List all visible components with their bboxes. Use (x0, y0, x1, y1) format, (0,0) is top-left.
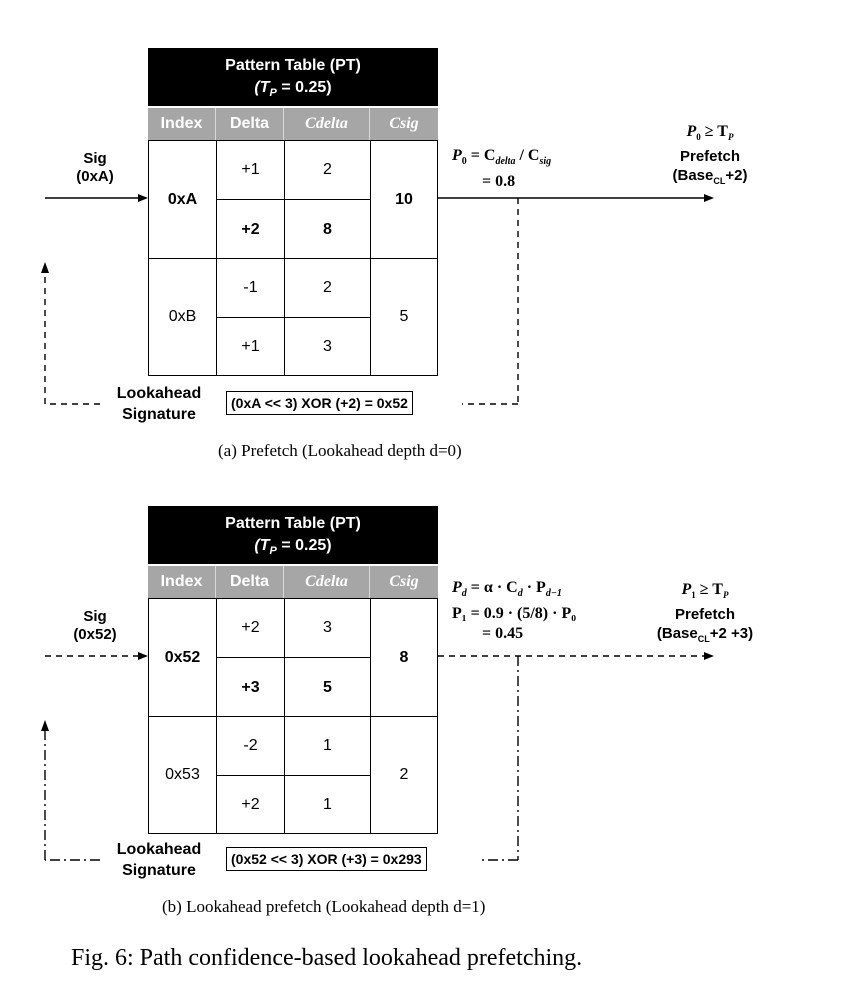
lookahead-line2: Signature (122, 862, 196, 879)
header-delta: Delta (216, 566, 284, 598)
index-cell: 0x52 (148, 598, 217, 718)
prefetch-text: Prefetch (679, 148, 741, 166)
csig-cell: 10 (370, 140, 438, 260)
pt-title-text: Pattern Table (PT) (225, 57, 361, 74)
panel-a: Pattern Table (PT) (TP = 0.25) Index Del… (0, 0, 847, 470)
figure-caption: Fig. 6: Path confidence-based lookahead … (71, 945, 583, 971)
confidence-equation: Pd = α · Cd · Pd−1 P₁ = 0.9 · (5/8) · P₀… (452, 579, 577, 643)
header-delta: Delta (216, 108, 284, 140)
delta-cell: +1 (216, 317, 285, 376)
csig-cell: 5 (370, 258, 438, 376)
lookahead-line1: Lookahead (116, 385, 202, 402)
pt-title: Pattern Table (PT) (TP = 0.25) (148, 48, 438, 106)
sig-label-line1: Sig (83, 150, 107, 167)
pt-title-text: Pattern Table (PT) (225, 515, 361, 532)
sig-label-line2: (0x52) (73, 626, 117, 643)
pt-threshold: (TP = 0.25) (254, 79, 332, 100)
header-cdelta: Cdelta (284, 108, 370, 140)
cdelta-cell: 5 (284, 657, 371, 718)
panel-a-connectors (41, 194, 714, 405)
prefetch-label: P0 ≥ TP Prefetch (BaseCL+2) (655, 122, 765, 191)
eq-line2: P₁ = 0.9 · (5/8) · P₀ (452, 605, 577, 623)
delta-cell: +2 (216, 598, 285, 658)
delta-cell: +2 (216, 775, 285, 834)
delta-cell: +2 (216, 199, 285, 260)
index-cell: 0xA (148, 140, 217, 260)
sig-label-line1: Sig (83, 608, 107, 625)
header-index: Index (148, 108, 216, 140)
delta-cell: -1 (216, 258, 285, 318)
header-csig: Csig (370, 566, 438, 598)
csig-cell: 8 (370, 598, 438, 718)
panel-caption: (a) Prefetch (Lookahead depth d=0) (218, 441, 462, 460)
index-cell: 0x53 (148, 716, 217, 834)
lookahead-signature-label: Lookahead Signature (100, 839, 218, 881)
lookahead-line2: Signature (122, 406, 196, 423)
lookahead-signature-label: Lookahead Signature (100, 383, 218, 425)
index-cell: 0xB (148, 258, 217, 376)
delta-cell: -2 (216, 716, 285, 776)
sig-input-label: Sig (0x52) (55, 608, 135, 644)
header-csig: Csig (370, 108, 438, 140)
header-index: Index (148, 566, 216, 598)
csig-cell: 2 (370, 716, 438, 834)
sig-label-line2: (0xA) (76, 168, 114, 185)
pt-threshold: (TP = 0.25) (254, 537, 332, 558)
cdelta-cell: 8 (284, 199, 371, 260)
prefetch-label: P1 ≥ TP Prefetch (BaseCL+2 +3) (640, 580, 770, 649)
signature-formula: (0xA << 3) XOR (+2) = 0x52 (226, 391, 413, 415)
delta-cell: +1 (216, 140, 285, 200)
cdelta-cell: 3 (284, 317, 371, 376)
eq-result: = 0.8 (482, 173, 516, 191)
cdelta-cell: 1 (284, 775, 371, 834)
panel-caption: (b) Lookahead prefetch (Lookahead depth … (162, 897, 486, 916)
sig-input-label: Sig (0xA) (60, 150, 130, 186)
cdelta-cell: 2 (284, 140, 371, 200)
signature-formula: (0x52 << 3) XOR (+3) = 0x293 (226, 847, 427, 871)
delta-cell: +3 (216, 657, 285, 718)
lookahead-line1: Lookahead (116, 841, 202, 858)
panel-b: Pattern Table (PT) (TP = 0.25) Index Del… (0, 458, 847, 928)
eq-result: = 0.45 (482, 625, 524, 643)
pt-title: Pattern Table (PT) (TP = 0.25) (148, 506, 438, 564)
confidence-equation: P0 = Cdelta / Csig = 0.8 (452, 147, 552, 191)
prefetch-text: Prefetch (674, 606, 736, 624)
panel-b-connectors (41, 652, 714, 861)
header-cdelta: Cdelta (284, 566, 370, 598)
cdelta-cell: 3 (284, 598, 371, 658)
cdelta-cell: 2 (284, 258, 371, 318)
cdelta-cell: 1 (284, 716, 371, 776)
